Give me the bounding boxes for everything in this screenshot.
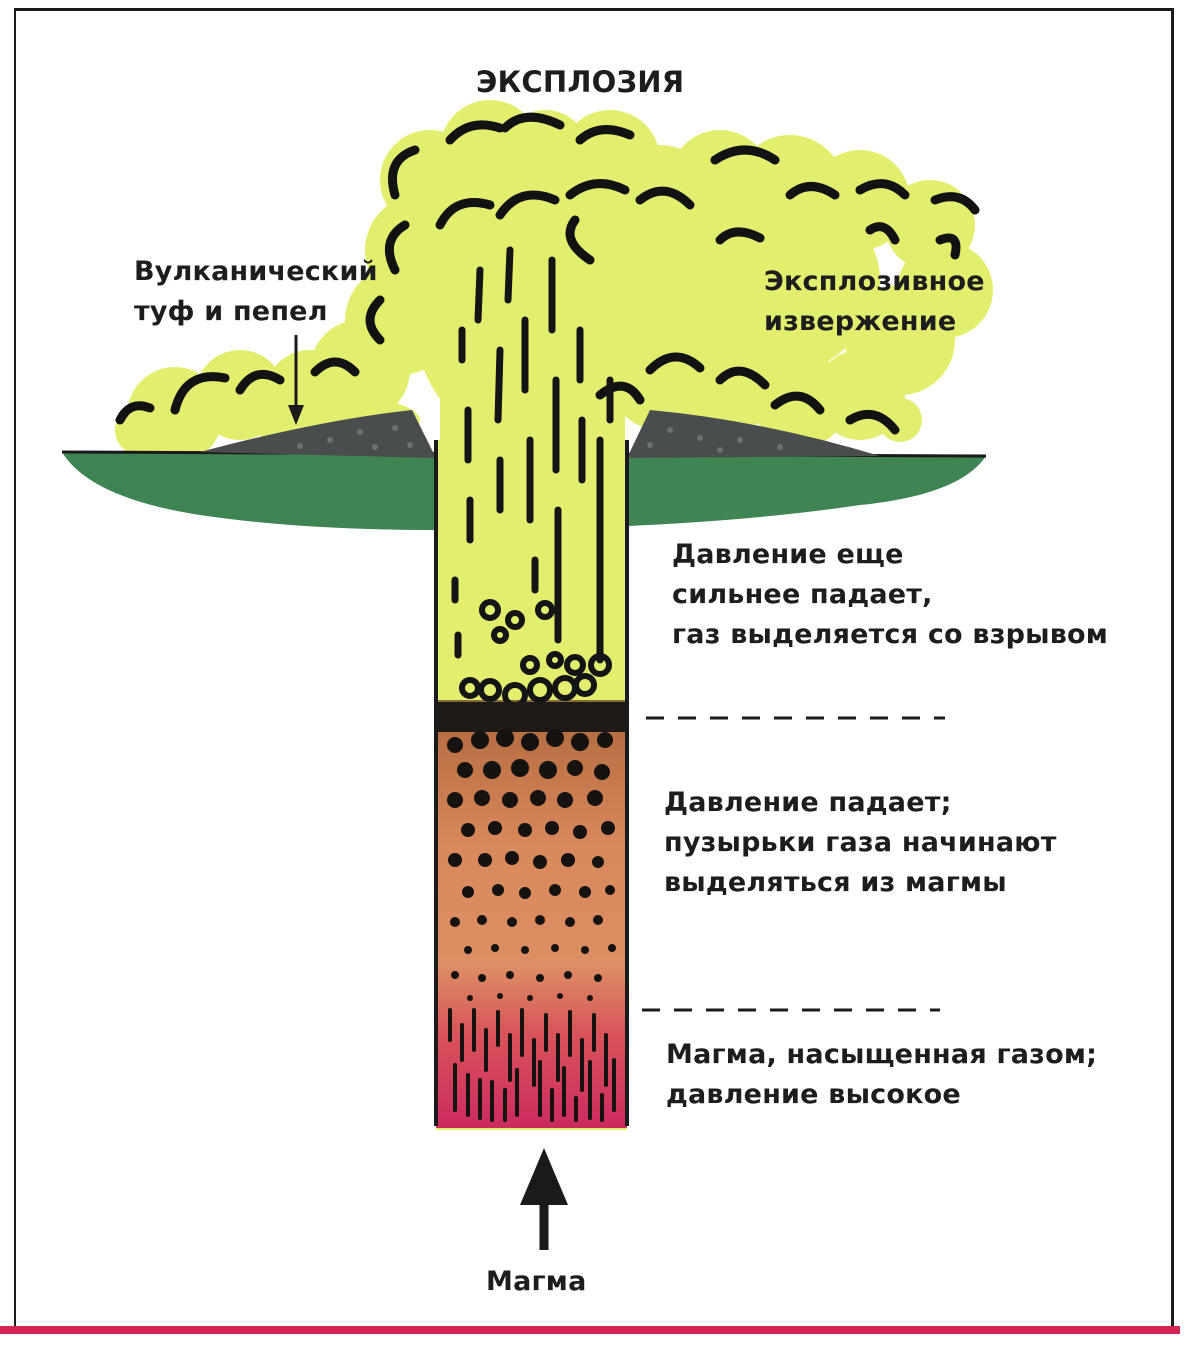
label-line: Давление еще (672, 535, 1108, 575)
label-line: выделяться из магмы (664, 863, 1057, 903)
bottom-accent-rule (0, 1326, 1180, 1334)
label-line: Магма, насыщенная газом; (666, 1035, 1097, 1075)
label-zone-explosive-degassing: Давление еще сильнее падает, газ выделяе… (672, 535, 1108, 655)
label-line: газ выделяется со взрывом (672, 615, 1108, 655)
label-zone-gas-saturated-magma: Магма, насыщенная газом; давление высоко… (666, 1035, 1097, 1115)
magma-arrow-icon (520, 1148, 568, 1250)
label-line: Эксплозивное (764, 262, 985, 302)
label-line: давление высокое (666, 1075, 1097, 1115)
bubble-band (438, 702, 625, 732)
label-explosive-eruption: Эксплозивное извержение (764, 262, 985, 342)
diagram-title: ЭКСПЛОЗИЯ (476, 62, 684, 102)
label-line: пузырьки газа начинают (664, 823, 1057, 863)
label-zone-bubble-formation: Давление падает; пузырьки газа начинают … (664, 783, 1057, 903)
label-line: Вулканический (134, 252, 378, 292)
label-volcanic-tuff: Вулканический туф и пепел (134, 252, 378, 332)
label-line: Давление падает; (664, 783, 1057, 823)
label-line: извержение (764, 302, 985, 342)
label-magma: Магма (486, 1262, 586, 1302)
label-line: сильнее падает, (672, 575, 1108, 615)
label-line: туф и пепел (134, 292, 378, 332)
